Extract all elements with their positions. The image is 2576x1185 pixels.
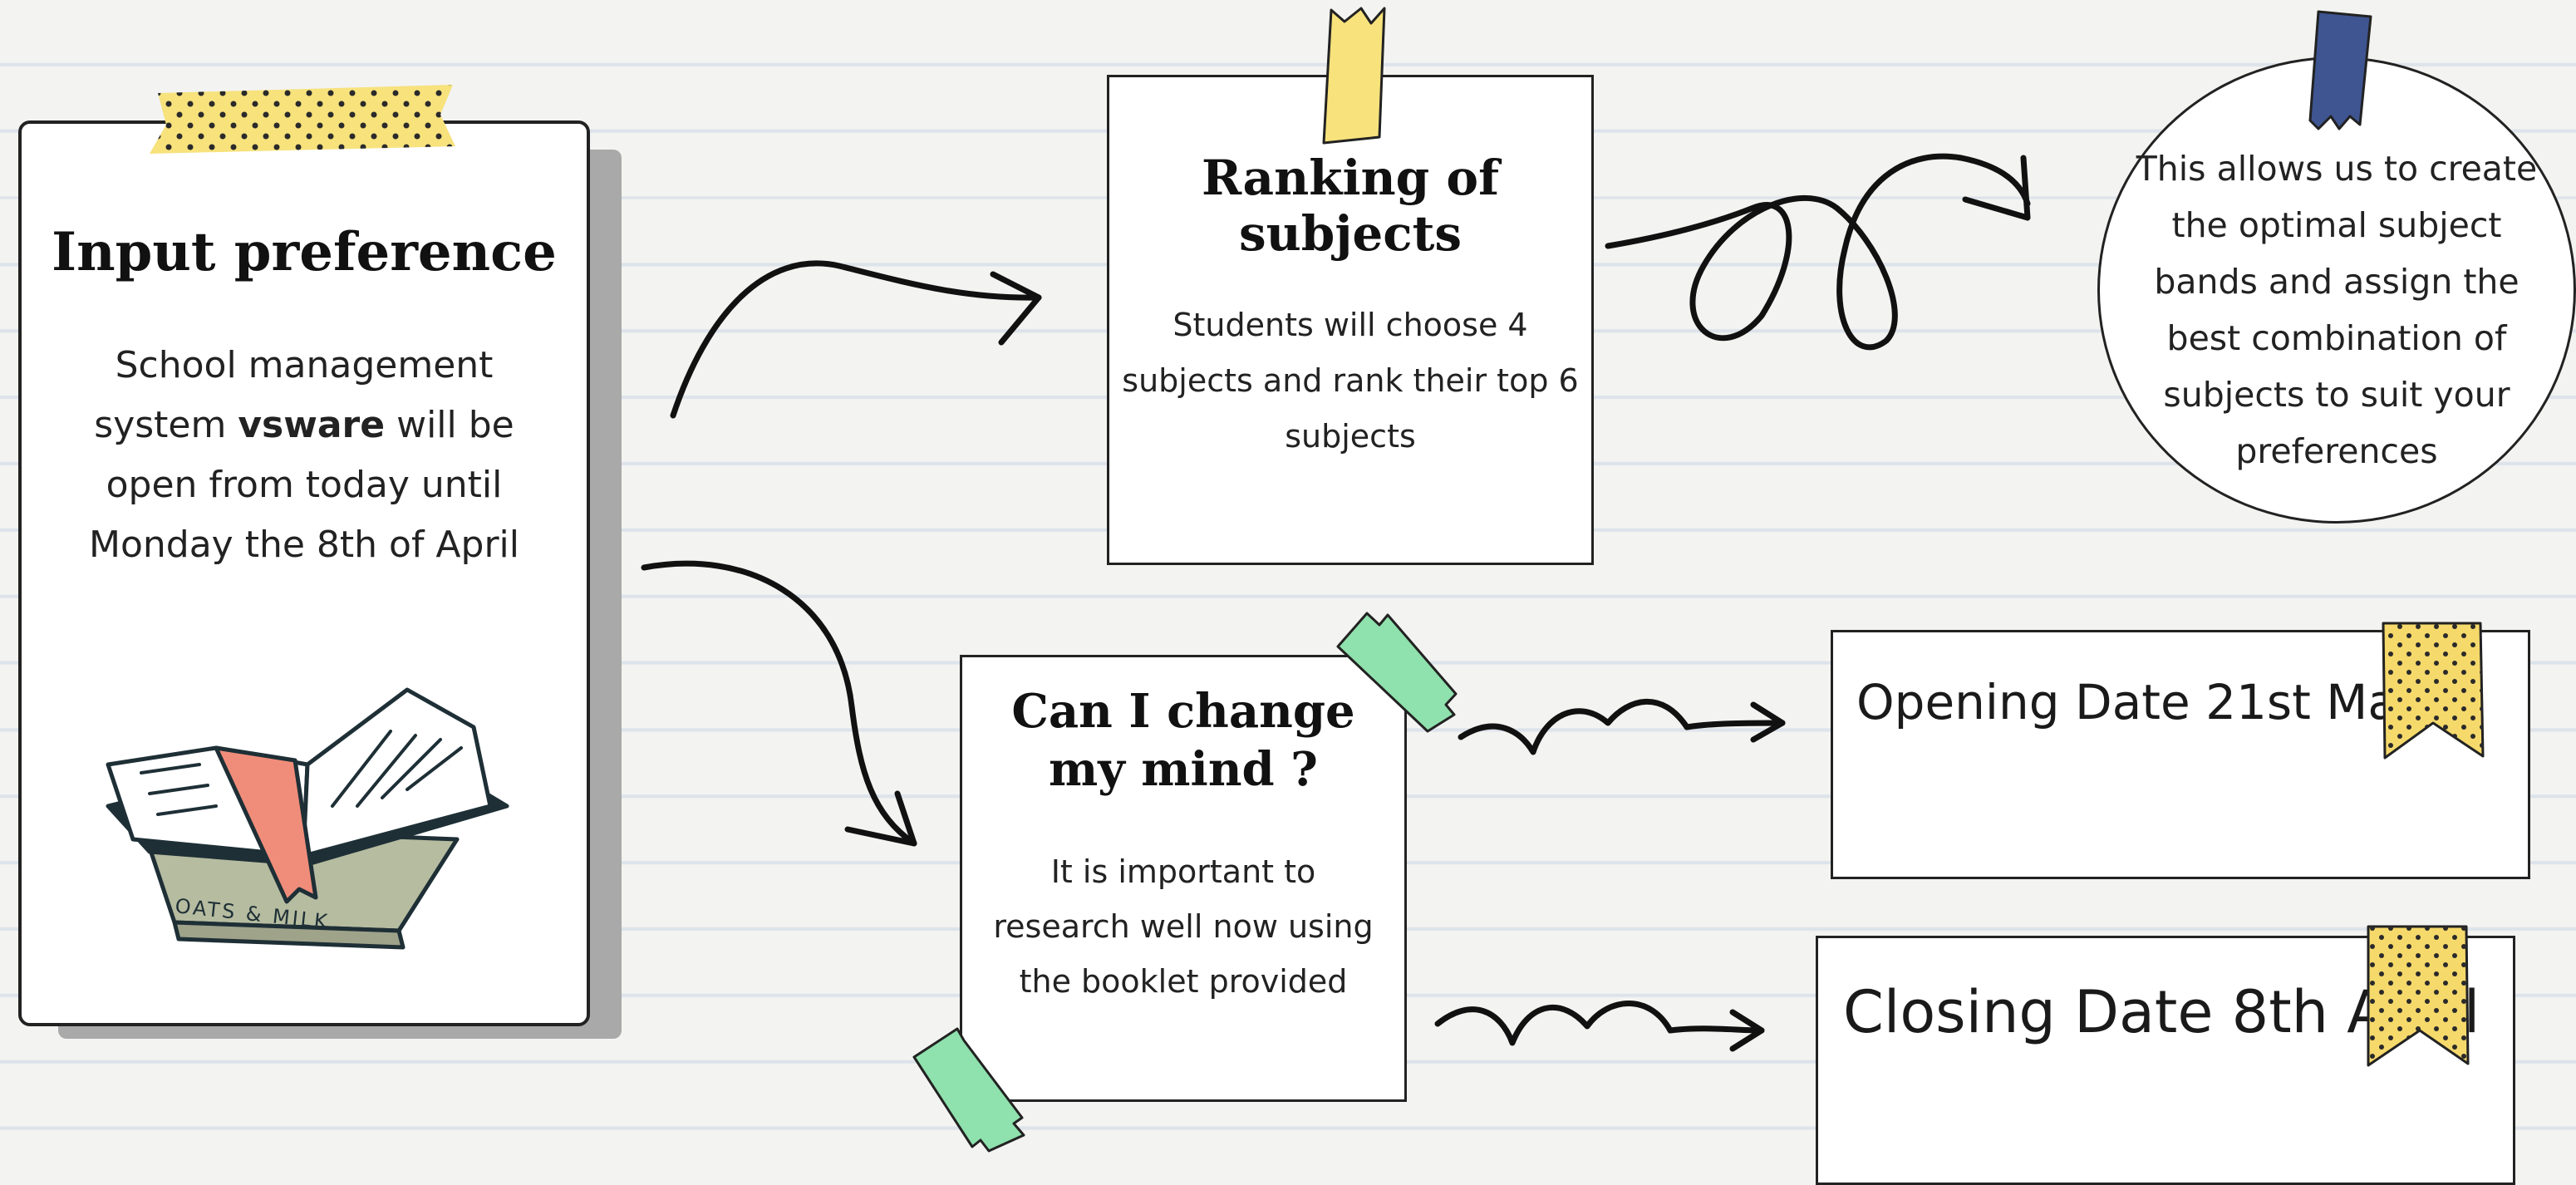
yellow-tape-ranking [1322, 7, 1386, 145]
circle-line-6: preferences [2235, 431, 2438, 471]
arrow-loops-to-circle-head [1962, 155, 2031, 221]
arrow-wave-to-closing [1434, 1001, 1765, 1046]
ranking-line-2: subjects and rank their top 6 [1122, 362, 1579, 399]
arrow-input-to-ranking-head [990, 271, 1042, 346]
arrow-wave-to-closing-head [1729, 1009, 1765, 1052]
opening-date-box: Opening Date 21st March [1831, 630, 2530, 879]
arrow-wave-to-opening-head [1750, 701, 1786, 743]
input-card-line-1: School management [115, 344, 494, 386]
blue-tape-circle [2308, 10, 2372, 130]
yellow-bookmark-opening [2382, 622, 2485, 760]
change-mind-card: Can I change my mind ? It is important t… [960, 655, 1407, 1102]
change-title-line-2: my mind ? [1049, 742, 1318, 797]
input-card-line-2-end: will be [385, 404, 514, 446]
green-tape-bottom [912, 1027, 1025, 1153]
input-card-title: Input preference [52, 221, 557, 283]
arrow-input-to-change [641, 560, 917, 847]
arrow-input-to-ranking [670, 260, 1042, 419]
change-line-1: It is important to [1050, 853, 1316, 890]
ranking-line-3: subjects [1285, 418, 1416, 455]
circle-line-3: bands and assign the [2154, 262, 2519, 302]
input-card-line-2-start: system [94, 404, 238, 446]
vsware-name: vsware [238, 404, 386, 446]
change-card-title: Can I change my mind ? [962, 682, 1404, 799]
input-card-body: School management system vsware will be … [22, 336, 587, 575]
ranking-title-line-1: Ranking of [1201, 150, 1500, 206]
opening-date-text: Opening Date 21st March [1856, 674, 2474, 730]
circle-line-1: This allows us to create [2136, 149, 2538, 189]
change-line-2: research well now using [993, 908, 1374, 945]
ranking-card-body: Students will choose 4 subjects and rank… [1109, 297, 1591, 465]
arrow-loops-to-circle [1605, 153, 2031, 351]
ranking-line-1: Students will choose 4 [1172, 307, 1528, 343]
circle-line-5: subjects to suit your [2163, 375, 2510, 415]
change-title-line-1: Can I change [1011, 684, 1355, 739]
open-book-icon: OATS & MILK [106, 687, 509, 950]
circle-note: This allows us to create the optimal sub… [2097, 57, 2576, 524]
ranking-card: Ranking of subjects Students will choose… [1107, 75, 1594, 565]
yellow-dotted-tape [150, 85, 455, 154]
ranking-title-line-2: subjects [1238, 204, 1463, 262]
input-card-line-3: open from today until [106, 464, 503, 506]
arrow-input-to-change-head [844, 790, 917, 847]
arrow-wave-to-opening [1458, 698, 1786, 755]
input-card-line-2: system vsware will be [22, 396, 587, 455]
circle-note-text: This allows us to create the optimal sub… [2100, 140, 2574, 479]
circle-line-2: the optimal subject [2171, 205, 2502, 245]
change-card-body: It is important to research well now usi… [962, 844, 1404, 1009]
circle-line-4: best combination of [2166, 318, 2507, 358]
yellow-bookmark-closing [2367, 925, 2470, 1067]
input-card-line-4: Monday the 8th of April [89, 524, 519, 566]
change-line-3: the booklet provided [1019, 963, 1348, 1000]
ranking-card-title: Ranking of subjects [1109, 150, 1591, 261]
green-tape-top [1336, 612, 1458, 733]
